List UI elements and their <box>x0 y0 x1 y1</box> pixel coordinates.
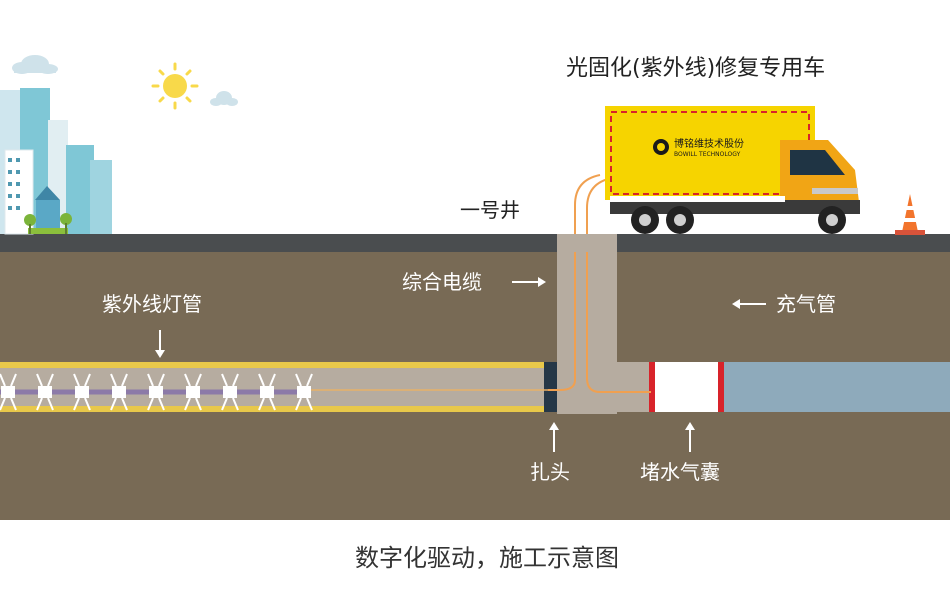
truck-logo-mark <box>653 139 669 155</box>
cables <box>548 174 651 393</box>
uv-lamp-unit <box>147 373 165 411</box>
tie-head-label: 扎头 <box>530 460 570 484</box>
uv-lamp-label: 紫外线灯管 <box>102 292 202 316</box>
uv-lamp-unit <box>73 373 91 411</box>
well-opening <box>557 234 617 252</box>
arrow-up-icon <box>549 422 695 452</box>
sun-icon <box>151 62 199 110</box>
uv-lamp-unit <box>110 373 128 411</box>
uv-lamp-unit <box>221 373 239 411</box>
truck-logo-text: 博铭维技术股份 <box>674 139 744 150</box>
water <box>722 362 950 412</box>
air-tube-label: 充气管 <box>776 292 836 316</box>
truck-title: 光固化(紫外线)修复专用车 <box>566 56 826 81</box>
uv-repair-truck <box>605 106 860 234</box>
well-label: 一号井 <box>460 198 520 222</box>
uv-lamp-unit <box>295 373 313 411</box>
road-surface <box>0 234 950 252</box>
caption: 数字化驱动，施工示意图 <box>355 544 619 572</box>
cable-label: 综合电缆 <box>402 270 482 294</box>
uv-lamp-unit <box>0 373 17 411</box>
water-plug-label: 堵水气囊 <box>640 460 720 484</box>
arrow-right-icon <box>512 277 546 287</box>
uv-lamp-unit <box>258 373 276 411</box>
uv-lamp-unit <box>184 373 202 411</box>
arrow-left-icon <box>732 299 766 309</box>
cloud-icon <box>12 55 238 106</box>
uv-lamps <box>0 373 313 411</box>
water-plug-airbag <box>649 362 724 412</box>
tie-head <box>544 362 557 412</box>
arrow-down-icon <box>155 330 165 358</box>
truck-logo-subtext: BOWILL TECHNOLOGY <box>674 151 741 158</box>
traffic-cone-icon <box>895 194 925 235</box>
uv-lamp-unit <box>36 373 54 411</box>
city-skyline <box>0 88 112 235</box>
